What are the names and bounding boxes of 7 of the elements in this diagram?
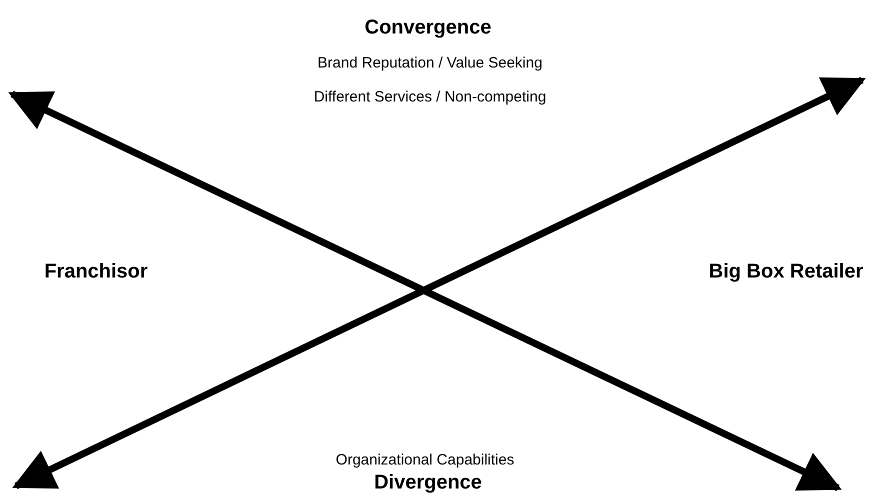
side-label: Franchisor [44,260,148,284]
text-label: Brand Reputation / Value Seeking [318,54,542,72]
text-label: Different Services / Non-competing [314,88,546,106]
axis-label: Divergence [374,472,482,494]
text-label: Organizational Capabilities [336,452,514,468]
axis-label: Convergence [364,16,492,40]
side-label: Big Box Retailer [708,260,864,284]
